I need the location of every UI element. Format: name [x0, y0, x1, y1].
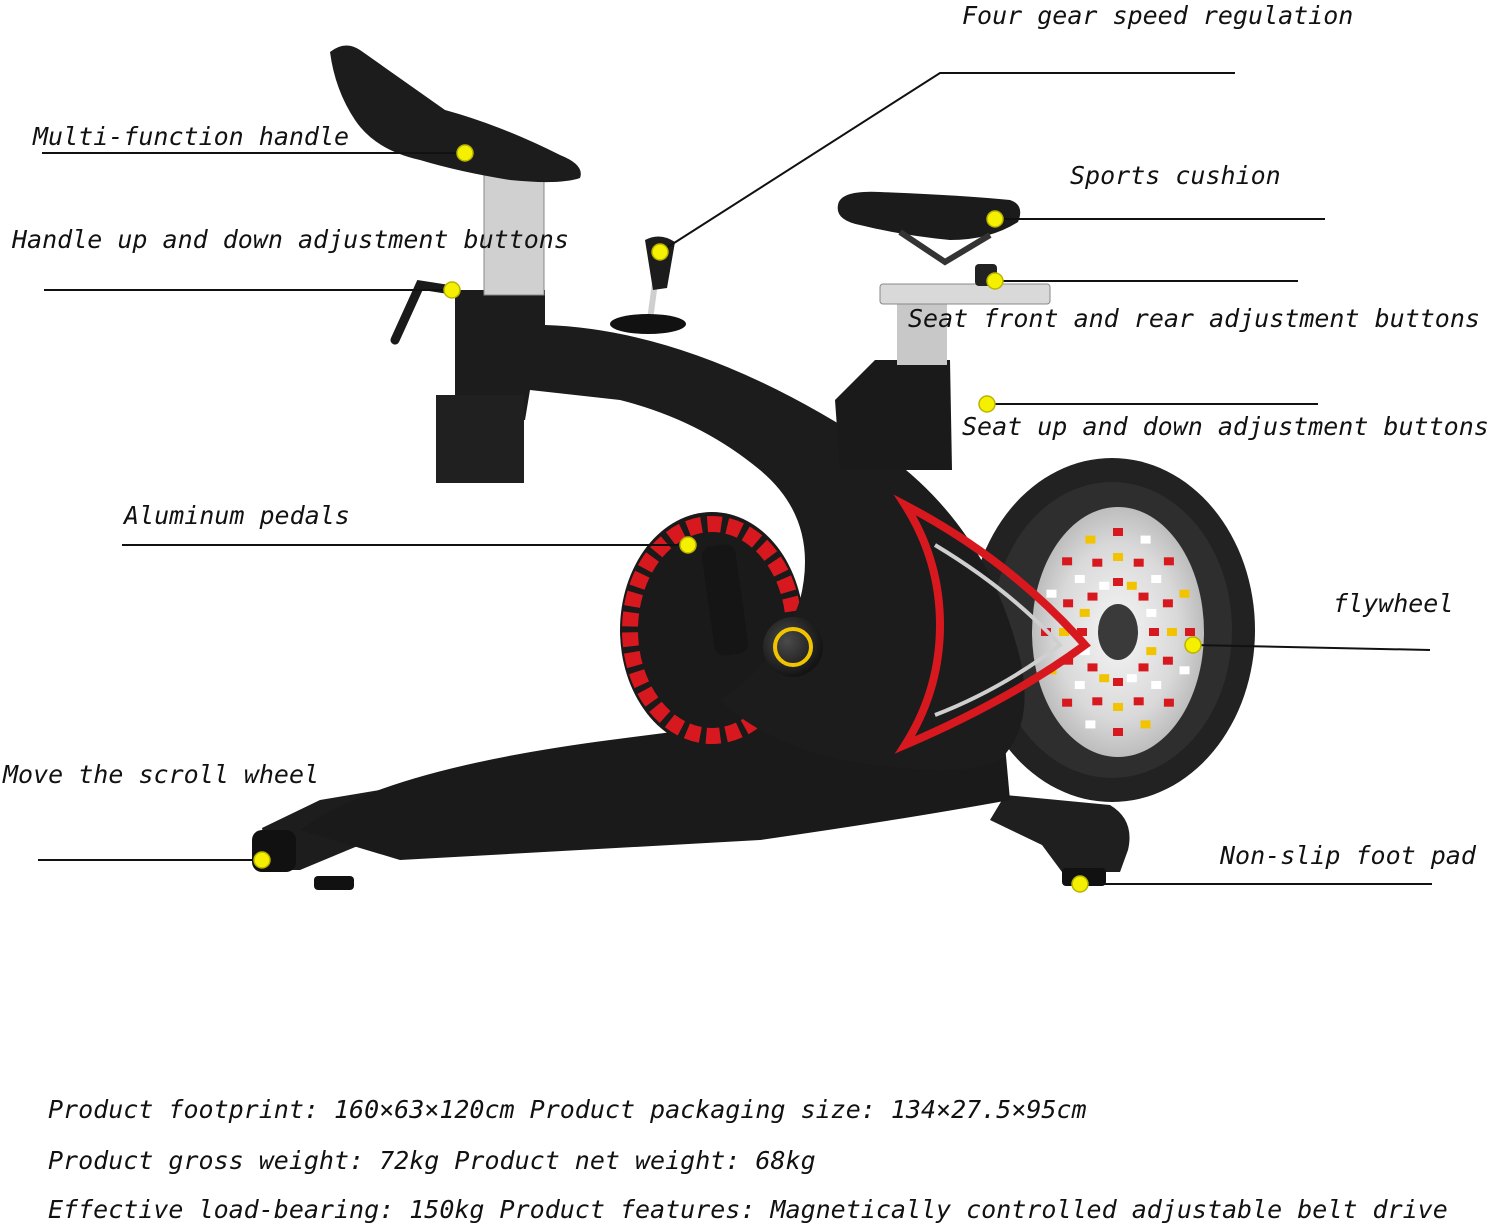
flywheel-spoke-segment: [1133, 697, 1144, 706]
seat-post-mount: [835, 360, 952, 470]
flywheel-spoke-segment: [1113, 728, 1123, 736]
flywheel-spoke-segment: [1162, 599, 1173, 608]
flywheel-spoke-segment: [1179, 666, 1190, 675]
flywheel-spoke-segment: [1092, 697, 1103, 706]
flywheel-spoke-segment: [1138, 592, 1149, 601]
handlebar: [330, 45, 581, 183]
flywheel-spoke-segment: [1149, 628, 1159, 636]
marker-aluminum-pedals: [679, 536, 697, 554]
marker-handle-adjust: [443, 281, 461, 299]
frame-silver-stripe: [933, 543, 1063, 717]
flywheel-spoke-segment: [1167, 628, 1177, 636]
gear-knob-base: [610, 314, 686, 334]
front-foot-pad: [314, 876, 354, 890]
flywheel-spoke-segment: [1085, 535, 1096, 544]
flywheel-spoke-segment: [1163, 557, 1174, 566]
saddle: [837, 191, 1021, 240]
marker-seat-up-down: [978, 395, 996, 413]
frame-red-stripe: [893, 494, 1091, 754]
flywheel-spoke-segment: [1113, 703, 1123, 711]
flywheel-spoke-segment: [1077, 628, 1087, 636]
flywheel-spoke-segment: [1179, 589, 1190, 598]
flywheel-spoke-segment: [1087, 592, 1098, 601]
flywheel-spoke-segment: [1079, 608, 1090, 617]
flywheel-spoke-segment: [1087, 663, 1098, 672]
leader-flywheel: [1192, 644, 1431, 651]
rear-foot-base: [990, 795, 1130, 872]
label-handle-adjust-buttons: Handle up and down adjustment buttons: [12, 225, 569, 254]
flywheel-spoke-segment: [1099, 581, 1110, 590]
label-flywheel: flywheel: [1333, 589, 1454, 618]
front-riser: [436, 395, 524, 483]
flywheel-spoke-segment: [1085, 720, 1096, 729]
flywheel-spoke-segment: [1113, 528, 1123, 536]
marker-seat-front-rear: [986, 272, 1004, 290]
label-sports-cushion: Sports cushion: [1070, 161, 1281, 190]
saddle-rails: [898, 229, 992, 266]
flywheel-spoke-segment: [1126, 674, 1137, 683]
leader-lines: [38, 72, 1432, 885]
marker-multi-function-handle: [456, 144, 474, 162]
seat-post: [897, 300, 947, 365]
label-move-scroll-wheel: Move the scroll wheel: [3, 760, 320, 789]
label-multi-function-handle: Multi-function handle: [33, 122, 350, 151]
marker-flywheel: [1184, 636, 1202, 654]
marker-foot-pad: [1071, 875, 1089, 893]
flywheel-spoke-segment: [1113, 553, 1123, 561]
flywheel-spoke-segment: [1151, 575, 1162, 583]
label-non-slip-foot-pad: Non-slip foot pad: [1220, 841, 1476, 870]
flywheel-spoke-segment: [1140, 535, 1151, 544]
flywheel-spoke-segment: [1092, 558, 1103, 567]
flywheel-spoke-segment: [1079, 647, 1090, 656]
flywheel-spoke-segment: [1146, 608, 1157, 617]
flywheel-spoke-segment: [1126, 581, 1137, 590]
spec-line-dimensions: Product footprint: 160×63×120cm Product …: [48, 1095, 1087, 1124]
handle-adjust-lever: [390, 280, 457, 345]
handlebar-post: [483, 169, 545, 296]
flywheel-spoke-segment: [1074, 681, 1085, 689]
flywheel-spoke-segment: [1185, 628, 1195, 636]
flywheel-spoke-segment: [1113, 678, 1123, 686]
main-frame: [455, 290, 1025, 770]
flywheel-spoke-segment: [1063, 599, 1074, 608]
flywheel-spoke-segment: [1151, 681, 1162, 689]
flywheel-spoke-segment: [1140, 720, 1151, 729]
flywheel-spoke-segment: [1138, 663, 1149, 672]
seat-slider: [879, 283, 1051, 305]
flywheel-spoke-segment: [1062, 698, 1073, 707]
flywheel-spoke-segment: [1133, 558, 1144, 567]
spec-line-weight: Product gross weight: 72kg Product net w…: [48, 1146, 816, 1175]
spec-line-features: Effective load-bearing: 150kg Product fe…: [48, 1195, 1448, 1224]
marker-four-gear: [651, 243, 669, 261]
label-seat-up-down-buttons: Seat up and down adjustment buttons: [962, 412, 1489, 441]
flywheel-spoke-segment: [1046, 589, 1057, 598]
marker-dots: [253, 144, 1202, 893]
marker-sports-cushion: [986, 210, 1004, 228]
crank-arm: [701, 544, 823, 677]
flywheel-spoke-segment: [1074, 575, 1085, 583]
flywheel-spoke-segment: [1099, 674, 1110, 683]
flywheel-spoke-segment: [1113, 578, 1123, 586]
flywheel-spoke-segment: [1062, 557, 1073, 566]
label-four-gear-speed-regulation: Four gear speed regulation: [962, 1, 1354, 30]
marker-scroll-wheel: [253, 851, 271, 869]
flywheel-spoke-segment: [1162, 656, 1173, 665]
label-aluminum-pedals: Aluminum pedals: [124, 501, 350, 530]
flywheel-spoke-segment: [1146, 647, 1157, 656]
flywheel-spoke-segment: [1163, 698, 1174, 707]
flywheel-graphic: [969, 458, 1255, 802]
label-seat-front-rear-buttons: Seat front and rear adjustment buttons: [908, 304, 1480, 333]
leader-four-gear: [659, 72, 1235, 253]
flywheel-spoke-segment: [1059, 628, 1069, 636]
